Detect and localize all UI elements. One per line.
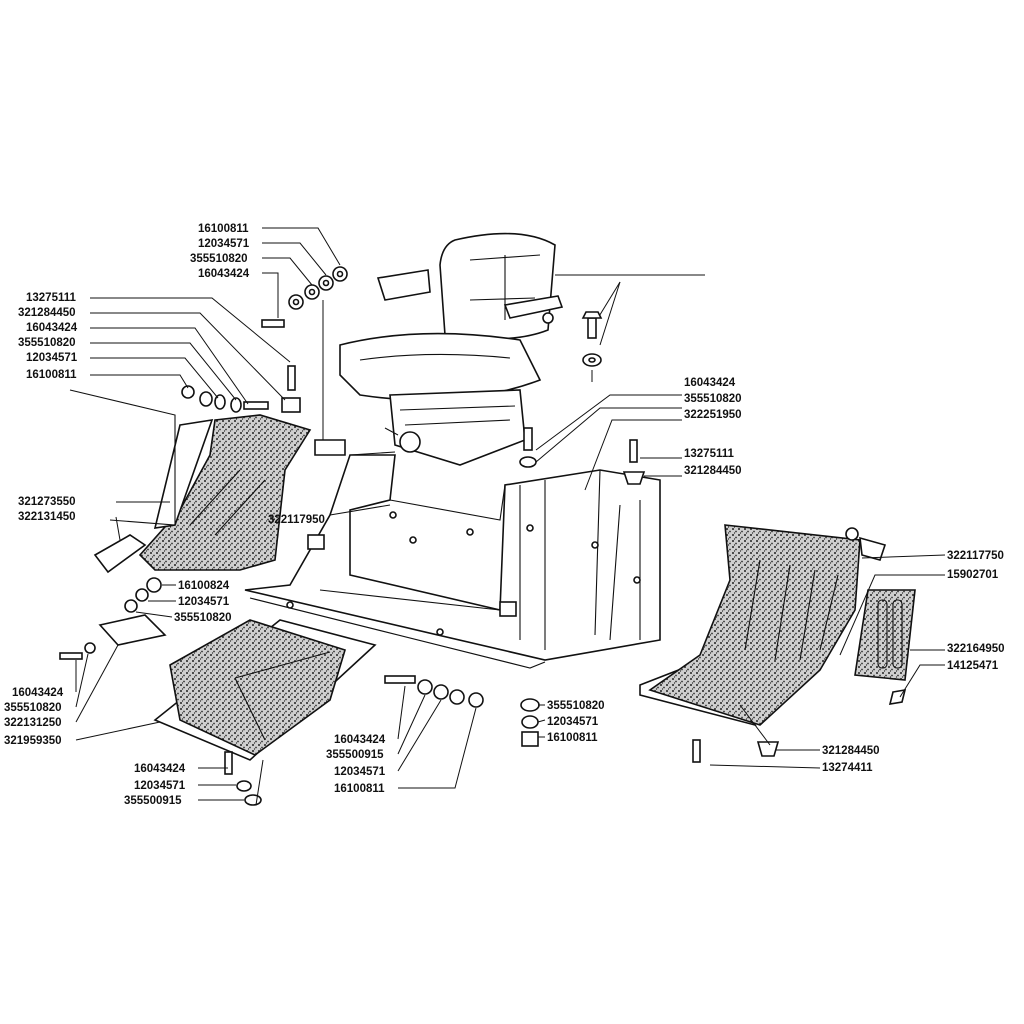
label-321284450-c: 321284450 <box>822 745 880 757</box>
label-12034571-f: 12034571 <box>547 716 599 728</box>
label-12034571-c: 12034571 <box>178 596 230 608</box>
label-12034571-e: 12034571 <box>334 766 386 778</box>
label-321284450-a: 321284450 <box>18 307 76 319</box>
label-16043424-c: 16043424 <box>12 687 64 699</box>
label-355510820-c: 355510820 <box>174 612 232 624</box>
part-labels: 16100811 12034571 355510820 16043424 132… <box>4 223 1005 807</box>
label-355510820-e: 355510820 <box>547 700 605 712</box>
label-16043424-b: 16043424 <box>26 322 78 334</box>
leader-lines <box>75 227 946 806</box>
label-322131250: 322131250 <box>4 717 62 729</box>
label-321284450-b: 321284450 <box>684 465 742 477</box>
label-13275111-a: 13275111 <box>26 292 77 304</box>
label-16100811-a: 16100811 <box>198 223 249 235</box>
label-16043424-a: 16043424 <box>198 268 250 280</box>
label-12034571-b: 12034571 <box>26 352 78 364</box>
label-321273550: 321273550 <box>18 496 76 508</box>
left-mat <box>69 389 377 761</box>
label-355500915-a: 355500915 <box>124 795 182 807</box>
label-16100811-d: 16100811 <box>547 732 598 744</box>
label-322117950: 322117950 <box>268 514 325 526</box>
label-322117750: 322117750 <box>947 550 1004 562</box>
label-13275111-b: 13275111 <box>684 448 735 460</box>
label-355500915-b: 355500915 <box>326 749 384 761</box>
label-16100824: 16100824 <box>178 580 230 592</box>
label-355510820-f: 355510820 <box>684 393 742 405</box>
label-14125471: 14125471 <box>947 660 999 672</box>
label-12034571-a: 12034571 <box>198 238 250 250</box>
label-321959350: 321959350 <box>4 735 62 747</box>
seat-frame <box>244 300 661 669</box>
label-12034571-d: 12034571 <box>134 780 186 792</box>
label-15902701: 15902701 <box>947 569 999 581</box>
fasteners <box>59 266 780 806</box>
label-322131450: 322131450 <box>18 511 76 523</box>
seat <box>339 232 705 466</box>
label-355510820-d: 355510820 <box>4 702 62 714</box>
label-16043424-f: 16043424 <box>684 377 736 389</box>
label-355510820-a: 355510820 <box>190 253 248 265</box>
label-322164950: 322164950 <box>947 643 1005 655</box>
label-16043424-d: 16043424 <box>134 763 186 775</box>
label-13274411: 13274411 <box>822 762 873 774</box>
right-mat <box>639 524 916 727</box>
label-322251950: 322251950 <box>684 409 742 421</box>
label-16100811-c: 16100811 <box>334 783 385 795</box>
label-355510820-b: 355510820 <box>18 337 76 349</box>
label-16043424-e: 16043424 <box>334 734 386 746</box>
label-16100811-b: 16100811 <box>26 369 77 381</box>
